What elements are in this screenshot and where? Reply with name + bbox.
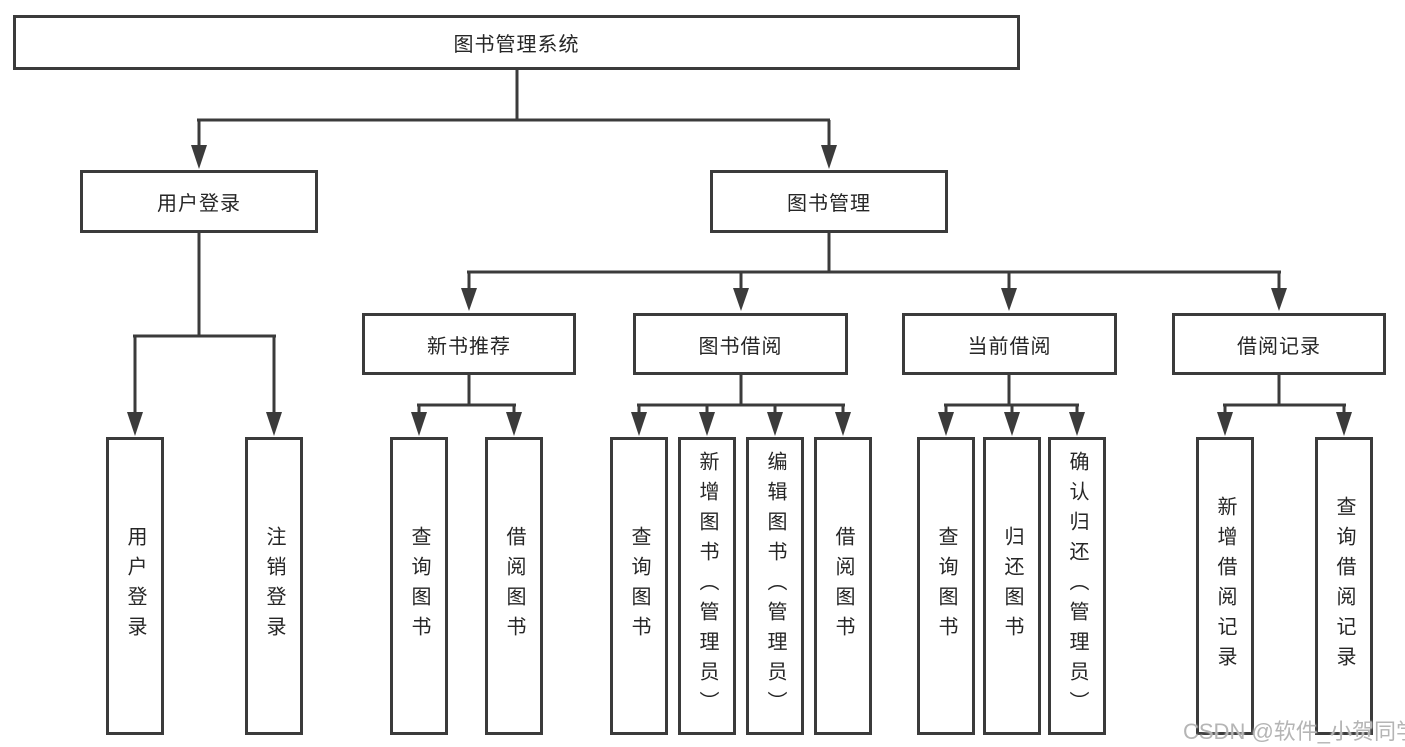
leaf-add-borrow-record: 新增借阅记录 [1196,437,1254,735]
node-new-book-recommend: 新书推荐 [362,313,576,375]
node-book-borrow: 图书借阅 [633,313,848,375]
leaf-add-books-admin: 新增图书（管理员） [678,437,736,735]
connector-current-borrow-to-leaves [938,375,1085,436]
leaf-borrow-books: 借阅图书 [814,437,872,735]
leaf-query-books-recommend-label: 查询图书 [408,526,430,646]
leaf-logout: 注销登录 [245,437,303,735]
connector-user-login-to-leaves [127,233,282,436]
leaf-return-books: 归还图书 [983,437,1041,735]
leaf-confirm-return-admin-label: 确认归还（管理员） [1066,451,1088,721]
connector-book-borrow-to-leaves [631,375,851,436]
leaf-borrow-books-recommend-label: 借阅图书 [503,526,525,646]
node-root: 图书管理系统 [13,15,1020,70]
leaf-edit-books-admin-label: 编辑图书（管理员） [764,451,786,721]
leaf-query-books-borrow: 查询图书 [610,437,668,735]
leaf-query-books-current-label: 查询图书 [935,526,957,646]
leaf-edit-books-admin: 编辑图书（管理员） [746,437,804,735]
node-book-borrow-label: 图书借阅 [698,335,783,358]
leaf-user-login: 用户登录 [106,437,164,735]
connector-borrow-records-to-leaves [1217,375,1352,436]
leaf-user-login-label: 用户登录 [124,526,146,646]
leaf-query-borrow-record-label: 查询借阅记录 [1333,496,1355,676]
leaf-borrow-books-recommend: 借阅图书 [485,437,543,735]
csdn-watermark: CSDN @软件_小贺同学 [1183,719,1405,744]
node-book-management-label: 图书管理 [787,193,871,215]
leaf-query-borrow-record: 查询借阅记录 [1315,437,1373,735]
leaf-query-books-recommend: 查询图书 [390,437,448,735]
leaf-add-books-admin-label: 新增图书（管理员） [696,451,718,721]
leaf-return-books-label: 归还图书 [1001,526,1023,646]
connector-book-mgmt-to-level3 [461,233,1287,311]
connector-root-to-level2 [191,70,837,169]
node-user-login: 用户登录 [80,170,318,233]
node-current-borrow: 当前借阅 [902,313,1117,375]
connector-new-book-to-leaves [411,375,522,436]
leaf-add-borrow-record-label: 新增借阅记录 [1214,496,1236,676]
node-current-borrow-label: 当前借阅 [967,335,1052,358]
leaf-confirm-return-admin: 确认归还（管理员） [1048,437,1106,735]
leaf-query-books-borrow-label: 查询图书 [628,526,650,646]
node-root-label: 图书管理系统 [453,34,580,56]
node-borrow-records-label: 借阅记录 [1237,335,1321,358]
node-new-book-recommend-label: 新书推荐 [427,335,511,358]
node-book-management: 图书管理 [710,170,948,233]
leaf-query-books-current: 查询图书 [917,437,975,735]
node-borrow-records: 借阅记录 [1172,313,1386,375]
leaf-borrow-books-label: 借阅图书 [832,526,854,646]
leaf-logout-label: 注销登录 [263,526,285,646]
node-user-login-label: 用户登录 [157,193,241,215]
